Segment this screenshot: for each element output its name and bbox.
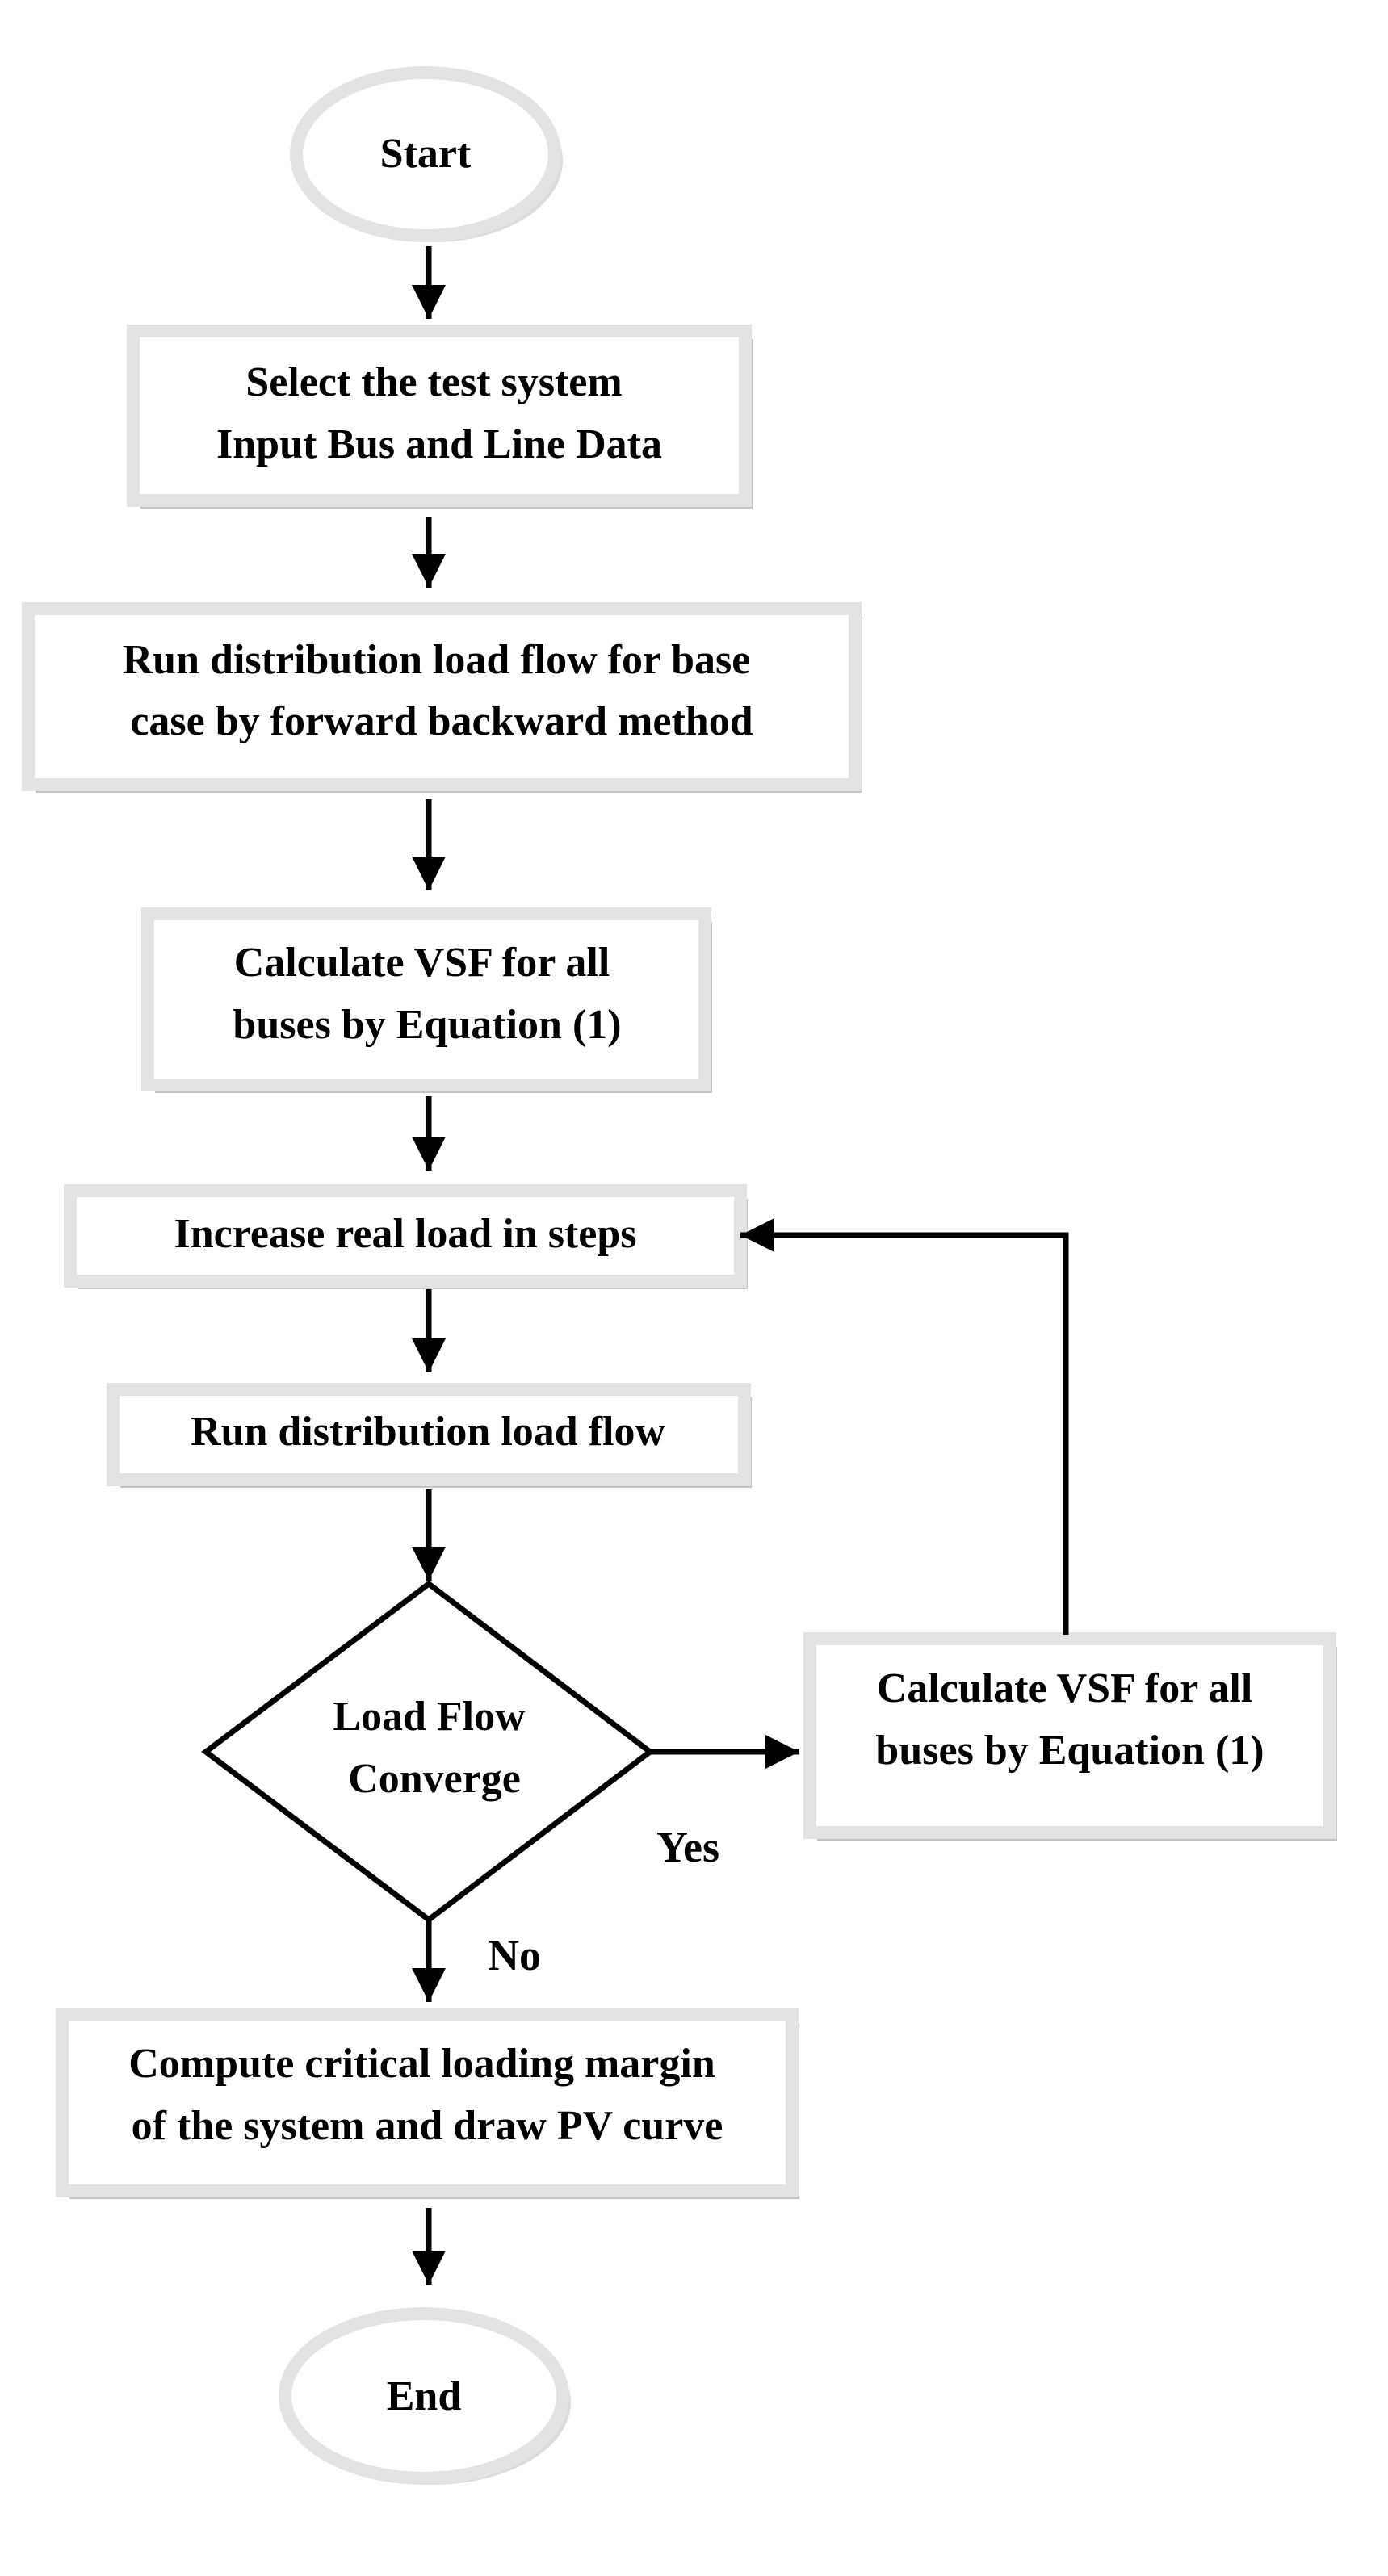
end-label: End (387, 2373, 462, 2419)
compute-margin-box: Compute critical loading margin of the s… (56, 2008, 799, 2199)
no-label: No (488, 1931, 541, 1979)
calculate-vsf-loop-label: Calculate VSF for all buses by Equation … (875, 1665, 1264, 1774)
start-terminator: Start (290, 66, 563, 242)
select-system-label: Select the test system Input Bus and Lin… (216, 359, 662, 467)
run-base-case-box: Run distribution load flow for base case… (22, 602, 862, 793)
run-base-case-label: Run distribution load flow for base case… (123, 637, 761, 744)
converge-decision: Load Flow Converge (201, 1580, 655, 1924)
increase-load-label: Increase real load in steps (174, 1211, 637, 1257)
end-terminator: End (279, 2307, 571, 2485)
increase-load-box: Increase real load in steps (64, 1184, 748, 1289)
run-load-flow-box: Run distribution load flow (107, 1383, 752, 1488)
run-load-flow-label: Run distribution load flow (191, 1409, 665, 1455)
calculate-vsf-label: Calculate VSF for all buses by Equation … (233, 940, 621, 1048)
select-system-box: Select the test system Input Bus and Lin… (127, 325, 753, 509)
compute-margin-label: Compute critical loading margin of the s… (128, 2041, 726, 2149)
arrow-loop-back-to-increase (740, 1218, 1069, 1635)
calculate-vsf-box: Calculate VSF for all buses by Equation … (141, 907, 712, 1093)
converge-decision-label: Load Flow Converge (333, 1694, 535, 1802)
calculate-vsf-loop-box: Calculate VSF for all buses by Equation … (803, 1632, 1337, 1841)
yes-label: Yes (656, 1823, 719, 1871)
start-label: Start (380, 131, 472, 177)
